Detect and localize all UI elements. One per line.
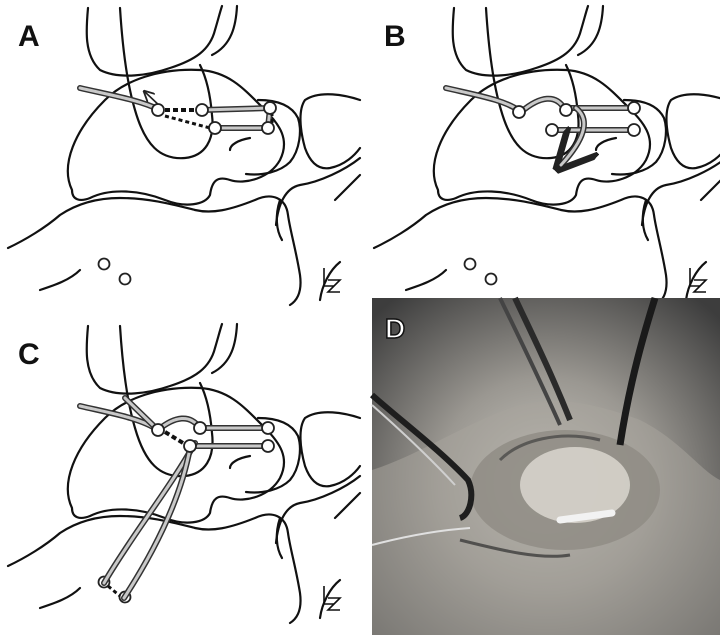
panel-d: D [372,298,720,635]
panel-a-label: A [18,20,40,53]
panel-c-graft [80,406,268,430]
panel-a-suture-2 [165,116,210,128]
panel-b-bones [374,6,720,305]
panel-a-bones [8,6,360,305]
panel-b-label: B [384,20,406,53]
panel-b: B [374,6,720,305]
panel-c-label: C [18,338,40,371]
panel-d-label: D [385,313,405,344]
panel-a-tunnel [152,104,164,116]
panel-c: C [8,324,360,623]
panel-a: A [8,6,360,305]
